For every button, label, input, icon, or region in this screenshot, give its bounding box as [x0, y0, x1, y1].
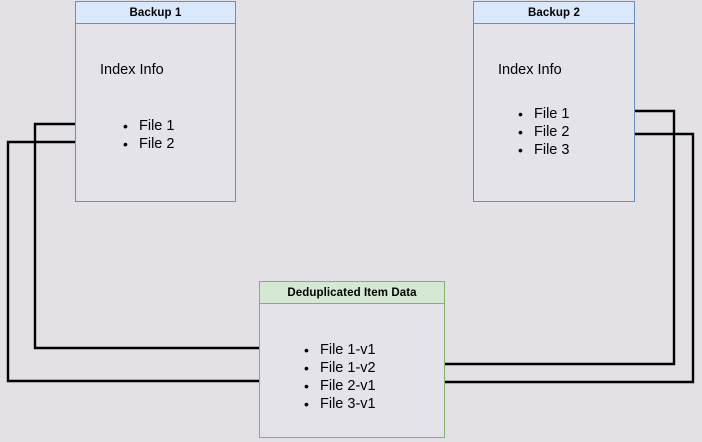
list-item[interactable]: • File 3 — [518, 141, 569, 159]
list-item[interactable]: • File 2 — [123, 135, 174, 153]
backup-2-index-label: Index Info — [498, 62, 562, 78]
list-item-label: File 2 — [139, 136, 175, 152]
bullet-icon: • — [518, 124, 523, 140]
backup-1-index-label: Index Info — [100, 62, 164, 78]
bullet-icon: • — [518, 142, 523, 158]
list-item[interactable]: • File 1 — [123, 117, 174, 135]
list-item-label: File 1 — [139, 118, 175, 134]
list-item-label: File 1-v1 — [320, 342, 376, 358]
bullet-icon: • — [123, 136, 128, 152]
bullet-icon: • — [304, 360, 309, 376]
list-item[interactable]: • File 1 — [518, 105, 569, 123]
node-backup-2[interactable]: Backup 2 Index Info • File 1 • File 2 • … — [473, 1, 635, 202]
list-item-label: File 1 — [534, 106, 570, 122]
node-dedup-header: Deduplicated Item Data — [260, 282, 444, 304]
node-backup-2-body: Index Info • File 1 • File 2 • File 3 — [474, 24, 634, 201]
list-item-label: File 3-v1 — [320, 396, 376, 412]
bullet-icon: • — [123, 118, 128, 134]
list-item[interactable]: • File 2 — [518, 123, 569, 141]
backup-1-file-list: • File 1 • File 2 — [123, 117, 174, 153]
list-item[interactable]: • File 1-v1 — [304, 341, 376, 359]
backup-2-file-list: • File 1 • File 2 • File 3 — [518, 105, 569, 159]
bullet-icon: • — [518, 106, 523, 122]
list-item-label: File 2 — [534, 124, 570, 140]
list-item-label: File 1-v2 — [320, 360, 376, 376]
node-deduplicated-item-data[interactable]: Deduplicated Item Data • File 1-v1 • Fil… — [259, 281, 445, 438]
node-backup-2-header: Backup 2 — [474, 2, 634, 24]
list-item[interactable]: • File 2-v1 — [304, 377, 376, 395]
node-backup-1-body: Index Info • File 1 • File 2 — [76, 24, 235, 201]
node-backup-1-header: Backup 1 — [76, 2, 235, 24]
list-item-label: File 3 — [534, 142, 570, 158]
bullet-icon: • — [304, 378, 309, 394]
dedup-file-list: • File 1-v1 • File 1-v2 • File 2-v1 • Fi… — [304, 341, 376, 413]
node-dedup-body: • File 1-v1 • File 1-v2 • File 2-v1 • Fi… — [260, 304, 444, 437]
node-backup-1[interactable]: Backup 1 Index Info • File 1 • File 2 — [75, 1, 236, 202]
list-item[interactable]: • File 3-v1 — [304, 395, 376, 413]
list-item-label: File 2-v1 — [320, 378, 376, 394]
list-item[interactable]: • File 1-v2 — [304, 359, 376, 377]
bullet-icon: • — [304, 342, 309, 358]
bullet-icon: • — [304, 396, 309, 412]
